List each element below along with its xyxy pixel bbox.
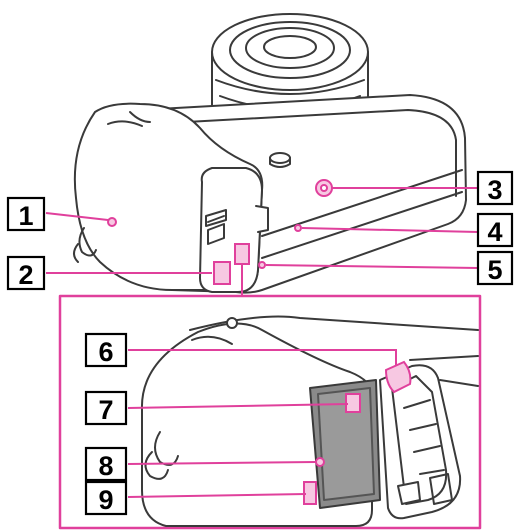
marker-4-dot [294,224,302,232]
svg-text:5: 5 [487,255,502,285]
callout-4: 4 [476,212,514,248]
top-markers [107,179,333,285]
marker-2-speaker [213,261,231,285]
callout-3: 3 [476,170,514,206]
bottom-markers [303,360,412,505]
svg-text:7: 7 [98,395,113,425]
callout-5: 5 [476,250,514,286]
callout-9: 9 [84,480,128,516]
marker-5-dot [258,261,266,269]
svg-text:6: 6 [98,337,113,367]
callout-2: 2 [6,255,46,291]
callout-7: 7 [84,390,128,426]
battery-door-highlight [234,243,250,265]
tripod-socket-hole [320,184,328,192]
marker-9-highlight [303,481,317,505]
svg-text:1: 1 [18,201,33,231]
callout-8: 8 [84,446,128,482]
door-latch-highlight [384,360,412,394]
callout-6: 6 [84,332,128,368]
svg-text:2: 2 [18,260,33,290]
camera-body-illustration [73,13,467,294]
zoom-frame [58,294,482,530]
leader-lines-bottom [127,349,397,498]
callout-1: 1 [6,196,46,232]
marker-8-dot [315,457,325,467]
svg-text:9: 9 [98,485,113,515]
camera-body [73,94,467,294]
svg-text:4: 4 [487,217,502,247]
leader-lines-top [45,187,479,296]
svg-text:3: 3 [487,175,502,205]
marker-1-dot [107,217,117,227]
battery-compartment-illustration [140,315,479,527]
lock-lever-highlight [345,393,361,413]
svg-text:8: 8 [98,451,113,481]
